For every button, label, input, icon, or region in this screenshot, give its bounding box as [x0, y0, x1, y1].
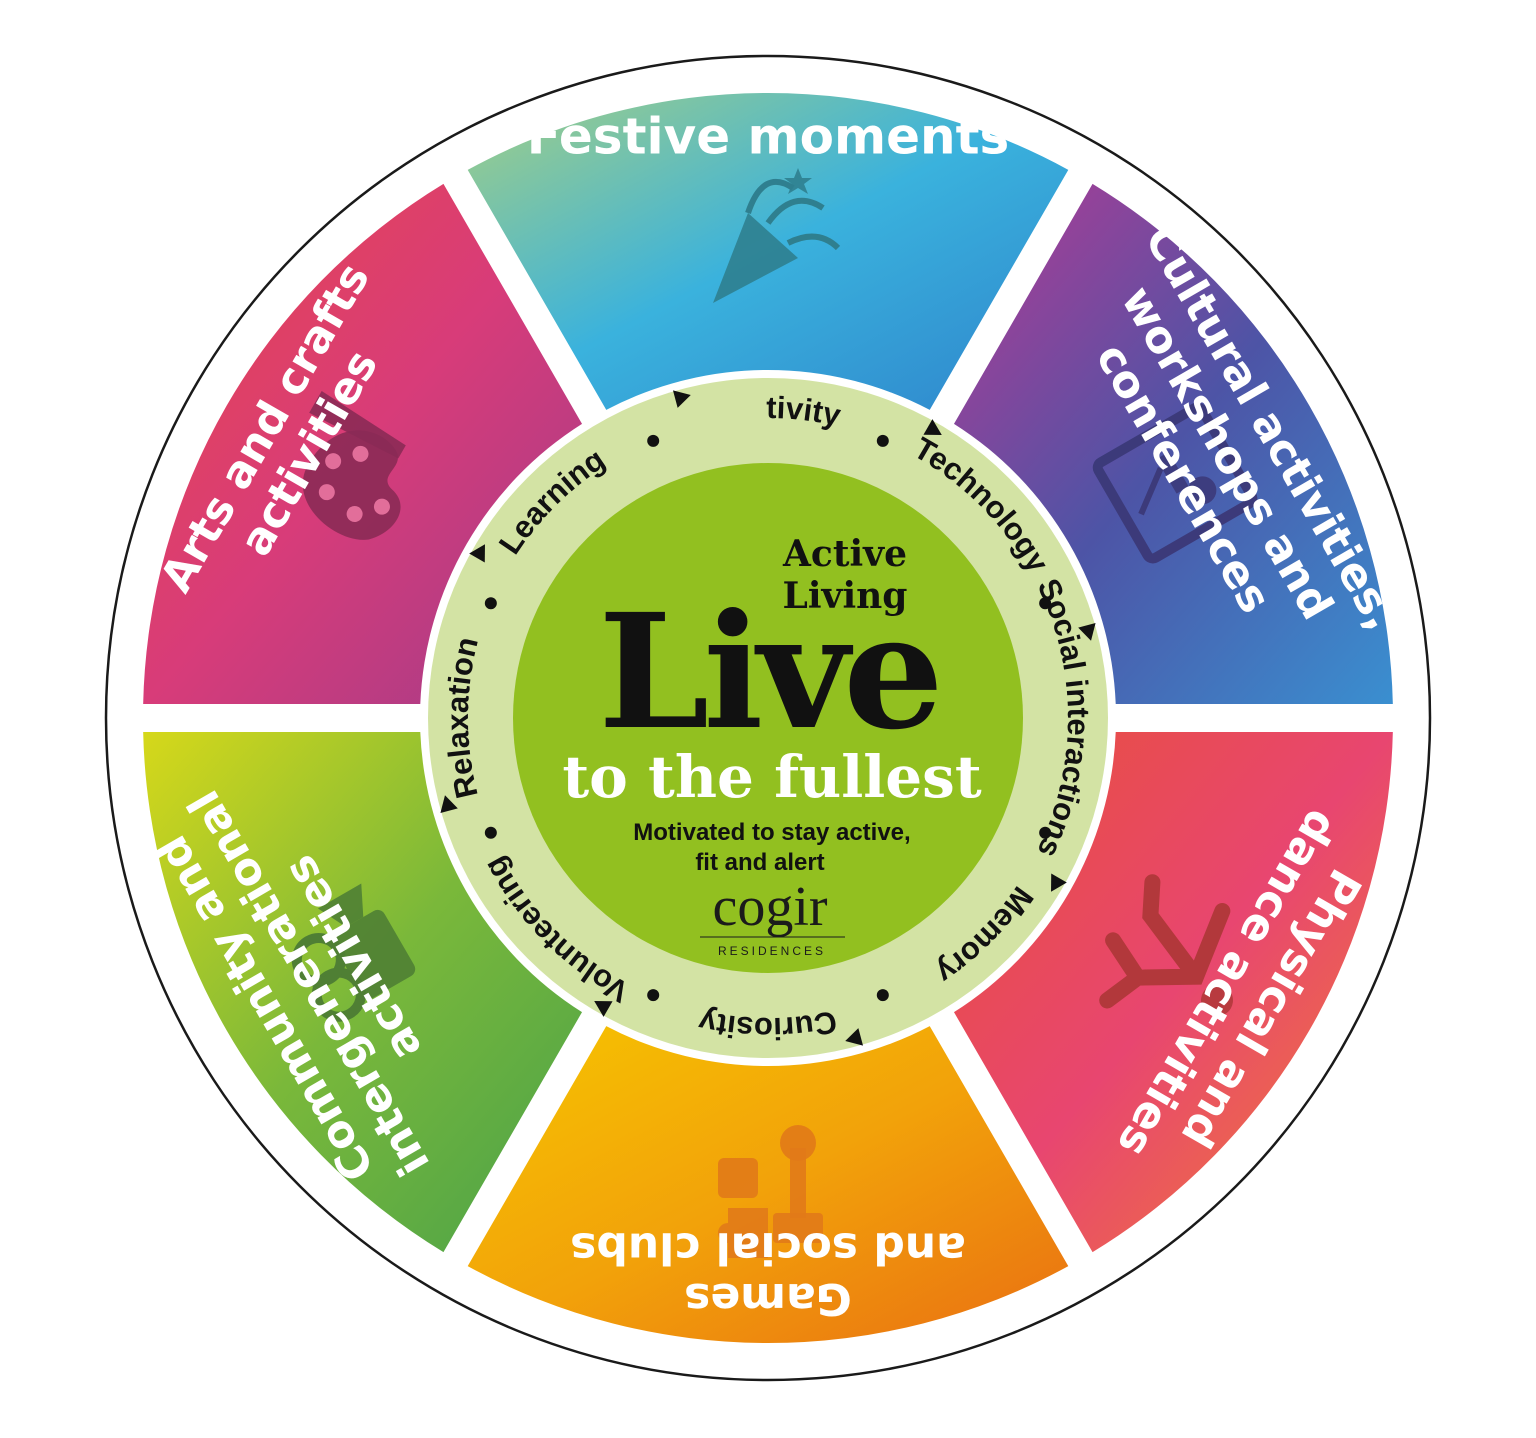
ring-arrow-icon	[469, 544, 485, 563]
segment-title-festive: Festive moments	[527, 108, 1009, 166]
center-kicker-active: Active	[782, 533, 907, 575]
ring-bullet	[484, 826, 497, 839]
ring-arrow-icon	[440, 795, 458, 814]
party-popper-icon	[713, 168, 841, 303]
dancing-person-icon	[1099, 874, 1233, 1017]
center-headline: Live	[598, 580, 937, 765]
center-subheadline: to the fullest	[562, 743, 981, 811]
ring-bullet	[647, 989, 660, 1002]
ring-arrow-icon	[594, 1001, 613, 1017]
logo-wordmark: cogir	[712, 876, 827, 938]
segment-cultural	[953, 183, 1393, 705]
ring-arrow-icon	[1078, 622, 1096, 641]
ring-arrow-icon	[672, 390, 691, 408]
center-content: Active Living Live to the fullest Motiva…	[562, 533, 981, 958]
ring-bullet	[647, 434, 660, 447]
ring-bullet	[876, 434, 889, 447]
ring-bullet	[876, 989, 889, 1002]
segment-games	[467, 1026, 1069, 1343]
segment-title-games: Games	[684, 1273, 852, 1324]
logo-subtitle: RESIDENCES	[718, 944, 826, 958]
presentation-icon	[1092, 402, 1258, 564]
ring-arrow-icon	[845, 1028, 864, 1046]
center-tagline-line2: fit and alert	[695, 849, 824, 876]
ring-arrow-icon	[923, 419, 942, 435]
center-kicker-living: Living	[783, 575, 908, 617]
ring-bullet	[1039, 597, 1052, 610]
center-tagline-line1: Motivated to stay active,	[633, 819, 910, 846]
segment-physical	[953, 731, 1393, 1253]
activity-segments	[143, 93, 1393, 1343]
palette-brush-icon	[302, 391, 406, 540]
film-camera-icon	[291, 883, 416, 1022]
ring-bullet	[1039, 826, 1052, 839]
ring-bullet	[484, 597, 497, 610]
ring-arrow-icon	[1051, 873, 1067, 892]
games-icon	[718, 1125, 823, 1258]
segment-title-games: and social clubs	[570, 1222, 966, 1273]
center-disc	[513, 463, 1023, 973]
